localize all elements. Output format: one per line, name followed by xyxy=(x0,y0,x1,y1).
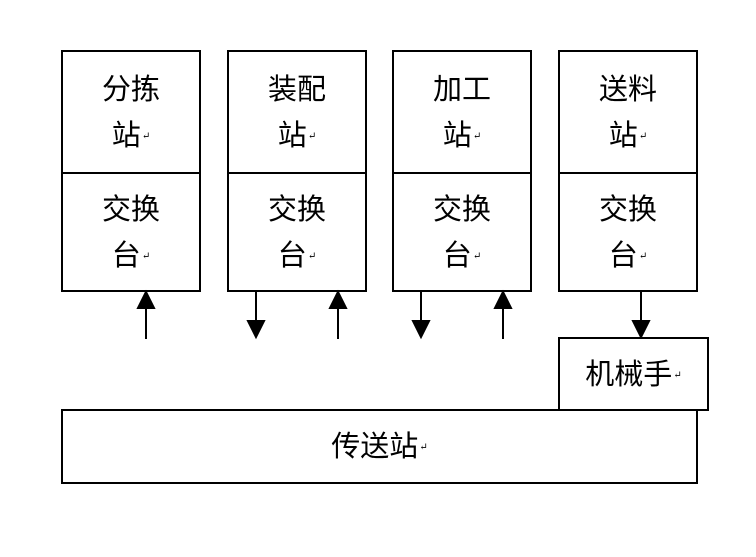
exchange-line2: 台 xyxy=(608,238,638,272)
station-feeding: 送料 站↵ 交换 台↵ xyxy=(558,50,698,292)
exchange-cell: 交换 台↵ xyxy=(394,174,530,290)
robot-arm-label: 机械手 xyxy=(585,357,673,391)
station-top-cell: 加工 站↵ xyxy=(394,52,530,174)
exchange-line1: 交换 xyxy=(598,192,657,226)
station-name-line1: 装配 xyxy=(267,72,326,106)
paragraph-mark-icon: ↵ xyxy=(141,251,151,262)
station-top-cell: 送料 站↵ xyxy=(560,52,696,174)
exchange-cell: 交换 台↵ xyxy=(229,174,365,290)
arrow-down-assembly xyxy=(246,292,266,340)
robot-arm-box: 机械手↵ xyxy=(558,337,709,411)
conveyor-station-label: 传送站 xyxy=(331,429,419,463)
station-name-line2: 站 xyxy=(277,118,307,152)
exchange-cell: 交换 台↵ xyxy=(63,174,199,290)
exchange-line2: 台 xyxy=(442,238,472,272)
station-name-line1: 送料 xyxy=(598,72,657,106)
paragraph-mark-icon: ↵ xyxy=(638,131,648,142)
station-sorting: 分拣 站↵ 交换 台↵ xyxy=(61,50,201,292)
station-assembly: 装配 站↵ 交换 台↵ xyxy=(227,50,367,292)
paragraph-mark-icon: ↵ xyxy=(307,251,317,262)
station-top-cell: 装配 站↵ xyxy=(229,52,365,174)
exchange-line1: 交换 xyxy=(101,192,160,226)
paragraph-mark-icon: ↵ xyxy=(141,131,151,142)
paragraph-mark-icon: ↵ xyxy=(472,131,482,142)
exchange-line2: 台 xyxy=(111,238,141,272)
paragraph-mark-icon: ↵ xyxy=(419,442,428,453)
exchange-cell: 交换 台↵ xyxy=(560,174,696,290)
station-name-line2: 站 xyxy=(442,118,472,152)
station-top-cell: 分拣 站↵ xyxy=(63,52,199,174)
paragraph-mark-icon: ↵ xyxy=(472,251,482,262)
exchange-line1: 交换 xyxy=(432,192,491,226)
paragraph-mark-icon: ↵ xyxy=(307,131,317,142)
arrow-up-assembly xyxy=(328,289,348,339)
arrow-up-processing xyxy=(493,289,513,339)
station-name-line2: 站 xyxy=(111,118,141,152)
station-processing: 加工 站↵ 交换 台↵ xyxy=(392,50,532,292)
station-name-line1: 加工 xyxy=(432,72,491,106)
arrow-up-sorting xyxy=(136,289,156,339)
exchange-line1: 交换 xyxy=(267,192,326,226)
conveyor-station-box: 传送站↵ xyxy=(61,409,698,484)
paragraph-mark-icon: ↵ xyxy=(638,251,648,262)
station-name-line2: 站 xyxy=(608,118,638,152)
paragraph-mark-icon: ↵ xyxy=(673,370,682,381)
arrow-down-processing xyxy=(411,292,431,340)
exchange-line2: 台 xyxy=(277,238,307,272)
arrow-down-feeding xyxy=(631,292,651,340)
station-name-line1: 分拣 xyxy=(101,72,160,106)
